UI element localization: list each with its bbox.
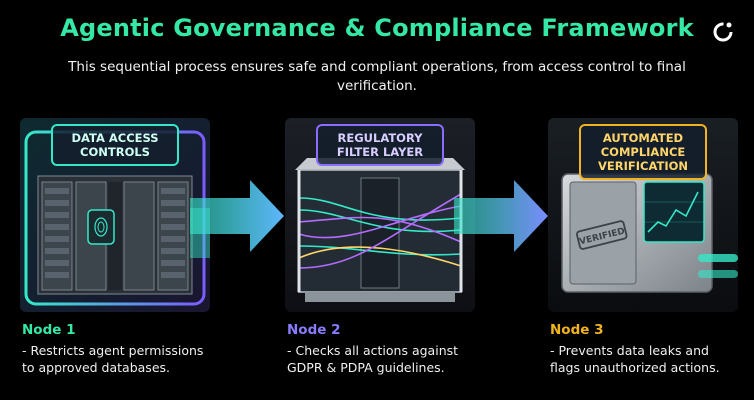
node-2-title: Node 2 <box>287 322 341 338</box>
node-3-illustration: VERIFIED AUTOMATED COMPLIANCE VERIFICATI… <box>548 118 738 312</box>
brand-logo-icon <box>713 22 733 42</box>
node-1-illustration: DATA ACCESS CONTROLS <box>20 118 210 312</box>
node-3-description: - Prevents data leaks and flags unauthor… <box>550 343 720 375</box>
node-2-illustration: REGULATORY FILTER LAYER <box>285 118 475 312</box>
node-1-description: - Restricts agent permissions to approve… <box>22 343 204 375</box>
node-2-tag: REGULATORY FILTER LAYER <box>316 124 444 166</box>
flow-arrow-icon <box>454 180 548 252</box>
node-3-tag: AUTOMATED COMPLIANCE VERIFICATION <box>579 124 707 180</box>
node-1-tag: DATA ACCESS CONTROLS <box>51 124 179 166</box>
node-2-description: - Checks all actions against GDPR & PDPA… <box>287 343 459 375</box>
node-1-title: Node 1 <box>22 322 76 338</box>
page-subtitle: This sequential process ensures safe and… <box>68 59 686 94</box>
flow-arrow-icon <box>190 180 284 252</box>
page-title: Agentic Governance & Compliance Framewor… <box>60 14 694 42</box>
node-3-title: Node 3 <box>550 322 604 338</box>
